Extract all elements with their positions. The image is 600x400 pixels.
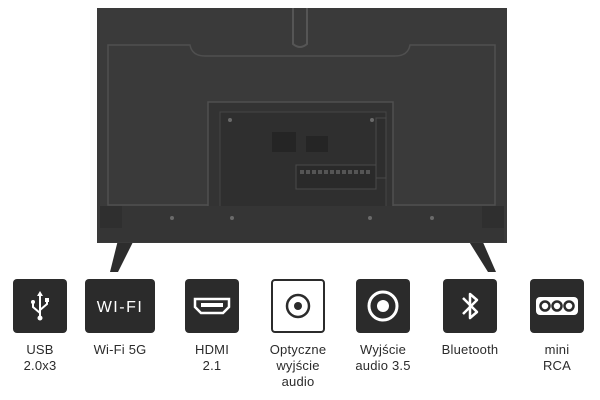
feature-bluetooth: Bluetooth	[428, 279, 512, 358]
feature-hdmi: HDMI 2.1	[170, 279, 254, 374]
minirca-label: mini RCA	[542, 342, 572, 373]
wifi-label: Wi-Fi 5G	[93, 342, 147, 357]
audio-jack-icon	[356, 279, 410, 333]
bottom-left-corner	[100, 206, 122, 228]
feature-wifi: WI-FI Wi-Fi 5G	[78, 279, 162, 358]
optical-label: Optyczne wyjście audio	[269, 342, 327, 389]
feature-usb: USB 2.0x3	[0, 279, 82, 374]
port-row	[300, 170, 370, 174]
bluetooth-label: Bluetooth	[441, 342, 499, 357]
wifi-icon: WI-FI	[85, 279, 155, 333]
top-notch	[292, 8, 308, 48]
body-outline	[107, 44, 496, 206]
bottom-right-corner	[482, 206, 504, 228]
feature-optical: Optyczne wyjście audio	[256, 279, 340, 390]
left-stand-leg	[110, 240, 134, 272]
hdmi-label: HDMI 2.1	[194, 342, 230, 373]
optical-audio-icon	[271, 279, 325, 333]
screw-holes	[170, 118, 434, 220]
bottom-bar	[100, 206, 504, 242]
feature-list: USB 2.0x3 WI-FI Wi-Fi 5G HDMI 2.1 Optycz…	[0, 279, 600, 400]
vent-right	[306, 136, 328, 152]
feature-minirca: mini RCA	[515, 279, 599, 374]
audio35-label: Wyjście audio 3.5	[355, 342, 411, 373]
mini-rca-icon	[530, 279, 584, 333]
hdmi-icon	[185, 279, 239, 333]
tv-back-illustration	[97, 8, 507, 272]
tv-back-image	[97, 8, 507, 272]
bluetooth-icon	[443, 279, 497, 333]
wifi-icon-text: WI-FI	[97, 299, 144, 316]
vent-left	[272, 132, 296, 152]
center-panel-inner	[219, 111, 387, 209]
port-block	[295, 164, 377, 190]
right-stand-leg	[468, 240, 496, 272]
side-ports	[375, 117, 387, 179]
usb-icon	[13, 279, 67, 333]
feature-audio35: Wyjście audio 3.5	[341, 279, 425, 374]
usb-label: USB 2.0x3	[23, 342, 57, 373]
